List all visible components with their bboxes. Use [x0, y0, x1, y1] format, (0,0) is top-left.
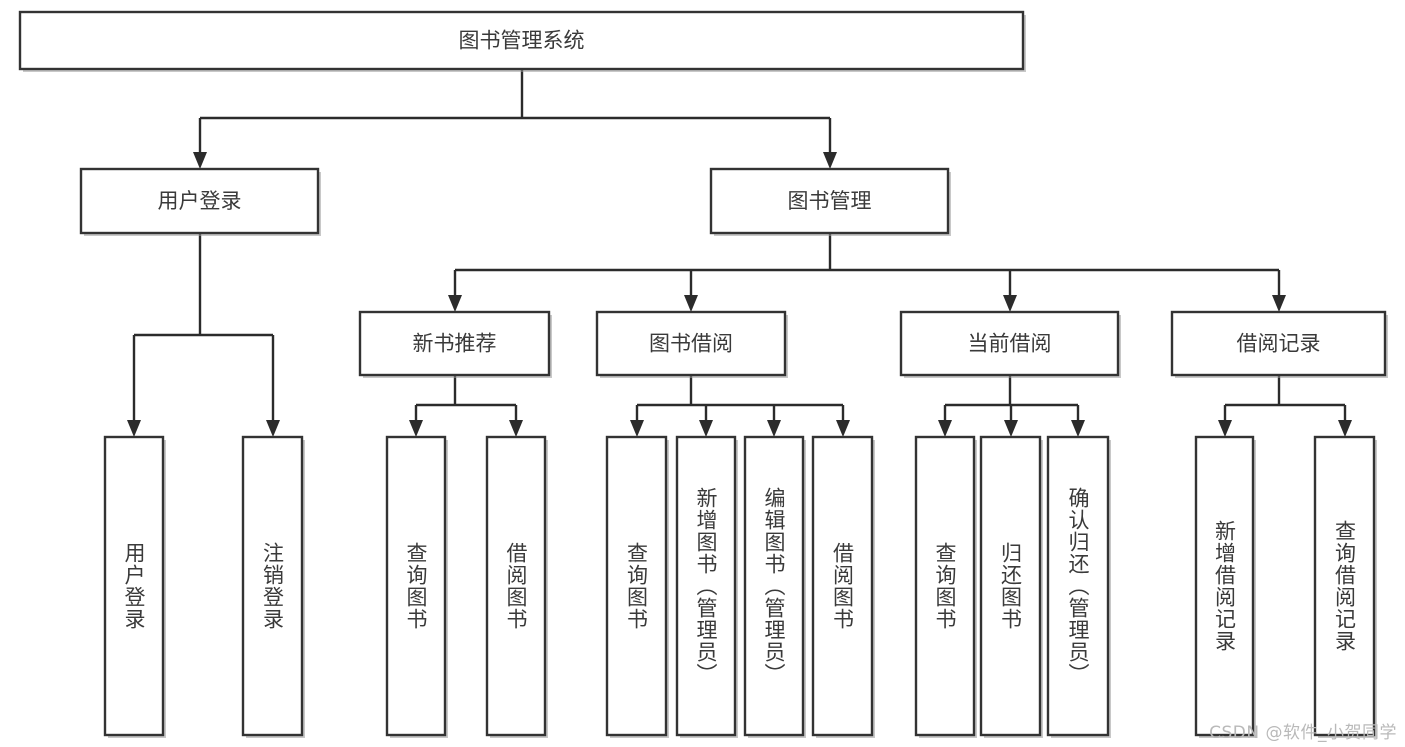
- arrow-head-icon: [1003, 295, 1017, 312]
- node-l2_2[interactable]: [899, 310, 1121, 378]
- arrow-head-icon: [266, 420, 280, 437]
- node-leaf_b0[interactable]: [385, 435, 448, 738]
- node-leaf_d1[interactable]: [979, 435, 1043, 738]
- arrow-head-icon: [938, 420, 952, 437]
- node-rect[interactable]: [899, 310, 1120, 377]
- node-leaf_d0[interactable]: [914, 435, 977, 738]
- node-rect[interactable]: [979, 435, 1042, 737]
- node-rect[interactable]: [79, 167, 320, 235]
- node-label: 图书管理系统: [459, 29, 585, 53]
- node-label: 当前借阅: [968, 332, 1052, 356]
- nodes-layer: [18, 10, 1388, 738]
- node-rect[interactable]: [485, 435, 547, 737]
- arrow-head-icon: [684, 295, 698, 312]
- arrow-head-icon: [1004, 420, 1018, 437]
- node-l2_3[interactable]: [1170, 310, 1388, 378]
- node-leaf_c2[interactable]: [743, 435, 806, 738]
- arrow-head-icon: [767, 420, 781, 437]
- node-l2_0[interactable]: [358, 310, 552, 378]
- arrow-head-icon: [1218, 420, 1232, 437]
- node-label: 图书管理: [788, 189, 872, 213]
- node-leaf_e1[interactable]: [1313, 435, 1377, 738]
- node-rect[interactable]: [1194, 435, 1255, 737]
- node-rect[interactable]: [385, 435, 447, 737]
- node-rect[interactable]: [18, 10, 1025, 71]
- node-root[interactable]: [18, 10, 1026, 72]
- node-rect[interactable]: [595, 310, 787, 377]
- node-leaf_c0[interactable]: [605, 435, 669, 738]
- node-l1_0[interactable]: [79, 167, 321, 236]
- node-rect[interactable]: [914, 435, 976, 737]
- node-leaf_d2[interactable]: [1046, 435, 1111, 738]
- node-l2_1[interactable]: [595, 310, 788, 378]
- arrow-head-icon: [1272, 295, 1286, 312]
- node-rect[interactable]: [675, 435, 737, 737]
- edge-group-l2_3: [1218, 375, 1352, 437]
- arrow-head-icon: [448, 295, 462, 312]
- node-rect[interactable]: [1170, 310, 1387, 377]
- edge-group-l2_0: [409, 375, 523, 437]
- edge-group-l1_0: [127, 233, 280, 437]
- edge-group-root: [193, 69, 837, 169]
- edges-layer: [127, 69, 1352, 437]
- node-label: 图书借阅: [649, 332, 733, 356]
- node-rect[interactable]: [811, 435, 874, 737]
- arrow-head-icon: [509, 420, 523, 437]
- node-leaf_c3[interactable]: [811, 435, 875, 738]
- arrow-head-icon: [699, 420, 713, 437]
- arrow-head-icon: [1071, 420, 1085, 437]
- arrow-head-icon: [1338, 420, 1352, 437]
- node-rect[interactable]: [241, 435, 304, 737]
- arrow-head-icon: [630, 420, 644, 437]
- node-leaf_b1[interactable]: [485, 435, 548, 738]
- edge-group-l2_2: [938, 375, 1085, 437]
- node-label: 用户登录: [158, 189, 242, 213]
- node-rect[interactable]: [709, 167, 950, 235]
- node-rect[interactable]: [743, 435, 805, 737]
- arrow-head-icon: [193, 152, 207, 169]
- node-rect[interactable]: [605, 435, 668, 737]
- arrow-head-icon: [823, 152, 837, 169]
- node-leaf_c1[interactable]: [675, 435, 738, 738]
- node-rect[interactable]: [358, 310, 551, 377]
- node-label: 新书推荐: [413, 332, 497, 356]
- arrow-head-icon: [409, 420, 423, 437]
- node-leaf_a0[interactable]: [103, 435, 166, 738]
- watermark-text: CSDN @软件_小贺同学: [1209, 723, 1397, 743]
- edge-group-l1_1: [448, 233, 1286, 312]
- node-l1_1[interactable]: [709, 167, 951, 236]
- arrow-head-icon: [127, 420, 141, 437]
- node-leaf_e0[interactable]: [1194, 435, 1256, 738]
- node-rect[interactable]: [1046, 435, 1110, 737]
- node-label: 借阅记录: [1237, 332, 1321, 356]
- arrow-head-icon: [836, 420, 850, 437]
- edge-group-l2_1: [630, 375, 850, 437]
- node-leaf_a1[interactable]: [241, 435, 305, 738]
- node-rect[interactable]: [1313, 435, 1376, 737]
- node-rect[interactable]: [103, 435, 165, 737]
